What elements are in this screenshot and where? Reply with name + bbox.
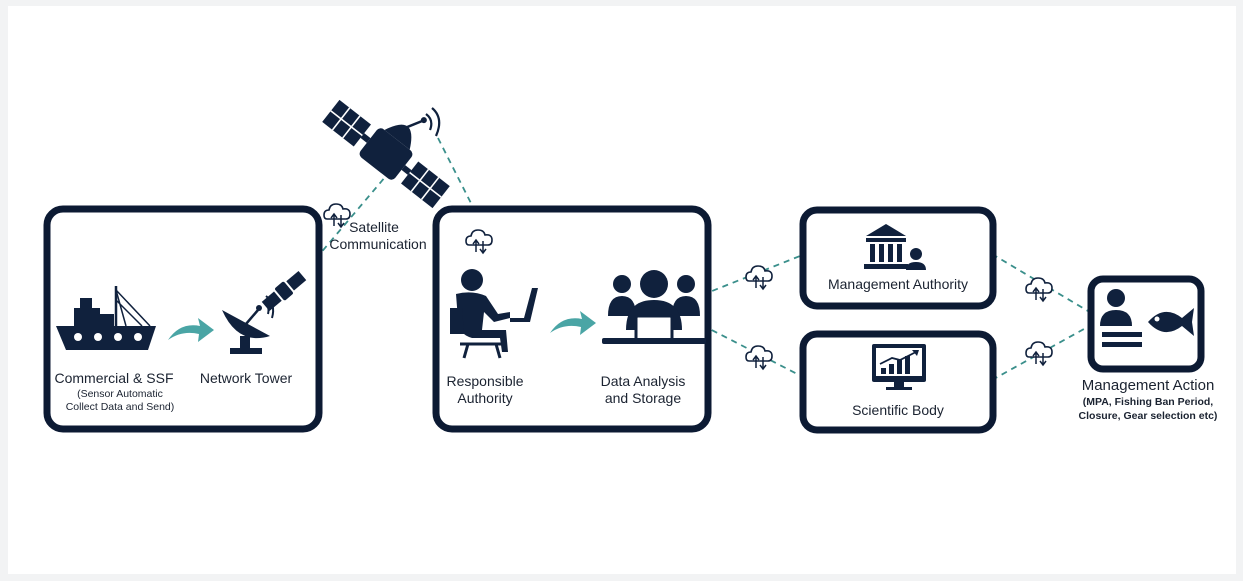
cloud-sync-icon — [745, 345, 773, 370]
commercial-subtitle-2: Collect Data and Send) — [66, 401, 175, 413]
boat-icon — [56, 286, 156, 350]
satellite-icon — [322, 99, 450, 209]
management-action-detail-1: (MPA, Fishing Ban Period, — [1083, 396, 1214, 408]
data-analysis-label-1: Data Analysis — [601, 373, 686, 389]
signal-waves-icon — [425, 107, 441, 137]
satellite-icon — [261, 270, 307, 312]
responsible-label-2: Authority — [457, 390, 512, 406]
management-action-title: Management Action — [1082, 377, 1215, 394]
satellite-label-2: Communication — [329, 236, 426, 252]
diagram-canvas: Commercial & SSF (Sensor Automatic Colle… — [8, 6, 1236, 574]
fish-icon — [1148, 308, 1194, 336]
commercial-subtitle-1: (Sensor Automatic — [77, 388, 163, 400]
management-authority-label: Management Authority — [828, 276, 968, 292]
cloud-sync-icon — [1025, 277, 1053, 302]
data-analysis-label-2: and Storage — [605, 390, 681, 406]
flow-diagram: Commercial & SSF (Sensor Automatic Colle… — [43, 99, 1218, 434]
network-tower-label: Network Tower — [200, 370, 293, 386]
government-building-icon — [864, 224, 926, 270]
cloud-sync-icon — [1025, 341, 1053, 366]
responsible-label-1: Responsible — [446, 373, 523, 389]
box-commercial-network — [43, 205, 323, 433]
person-at-laptop-icon — [450, 269, 538, 359]
chart-monitor-icon — [872, 344, 926, 390]
officer-icon — [1100, 289, 1142, 347]
commercial-title: Commercial & SSF — [54, 370, 173, 386]
team-meeting-icon — [602, 270, 706, 344]
management-action-detail-2: Closure, Gear selection etc) — [1079, 410, 1218, 422]
satellite-label-1: Satellite — [349, 219, 399, 235]
scientific-body-label: Scientific Body — [852, 402, 944, 418]
